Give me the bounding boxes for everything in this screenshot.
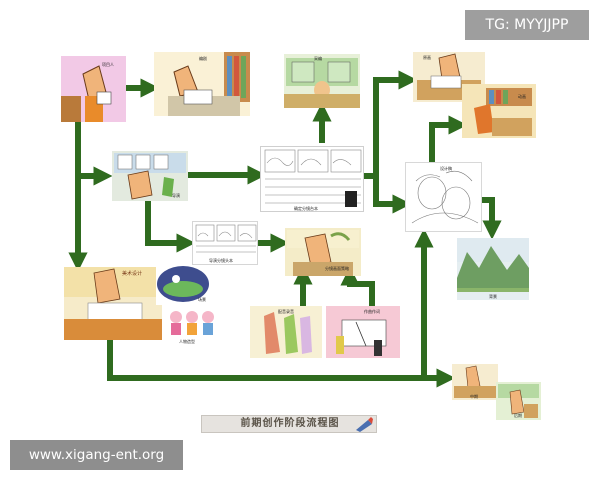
watermark-tg: TG: MYYJJPP <box>465 10 589 40</box>
caption-producer: 项目人 <box>102 62 114 67</box>
node-music: 作曲作词 <box>326 306 400 358</box>
voice-illustration <box>264 312 312 354</box>
arrow-to-keydesign <box>373 176 412 214</box>
background-illustration <box>457 238 529 292</box>
node-bottom-right-a: 中期 <box>452 364 498 400</box>
node-top-right-b: 动画 <box>462 84 536 138</box>
bottom-right-b-illustration <box>498 384 539 418</box>
caption-top-right-a: 原画 <box>423 55 431 60</box>
caption-voice: 配音录音 <box>278 309 294 314</box>
diagram-title: 前期创作阶段流程图 <box>240 418 340 429</box>
pen-icon <box>356 417 373 432</box>
caption-storyboard-alt: 导演分镜头本 <box>209 258 233 263</box>
producer-illustration <box>61 65 112 122</box>
node-storyboard-alt: 导演分镜头本 <box>192 221 258 265</box>
caption-bottom-right-a: 中期 <box>470 394 478 399</box>
node-song: 采编 <box>284 54 360 108</box>
art-design-illustration <box>64 267 166 340</box>
flow-arrows <box>68 70 502 388</box>
arrow-director-alt <box>145 198 196 253</box>
arrow-storyboard-right <box>364 70 418 179</box>
caption-storyboard-main: 确定分镜台本 <box>294 206 318 211</box>
node-scene: 场景 <box>156 265 212 305</box>
node-director: 导演 <box>112 151 188 201</box>
storyboard-main-illustration <box>264 149 362 207</box>
caption-key-design: 设计稿 <box>440 166 452 171</box>
caption-writer: 编剧 <box>199 56 207 61</box>
characters-illustration <box>170 311 214 335</box>
node-art-design: 美术设计 <box>64 267 166 340</box>
layout-illustration <box>287 230 359 276</box>
caption-bottom-right-b: 后期 <box>514 413 522 418</box>
song-illustration <box>284 58 360 108</box>
caption-scene: 场景 <box>198 297 206 302</box>
watermark-url: www.xigang-ent.org <box>10 440 183 470</box>
arrow-music-layout <box>340 266 375 306</box>
key-design-illustration <box>411 170 479 224</box>
caption-director: 导演 <box>172 193 180 198</box>
node-writer: 编剧 <box>154 52 250 116</box>
caption-characters: 人物造型 <box>179 339 195 344</box>
node-characters: 人物造型 <box>162 305 218 345</box>
node-voice: 配音录音 <box>250 306 322 358</box>
caption-background: 背景 <box>489 294 497 299</box>
node-bottom-right-b: 后期 <box>496 382 541 420</box>
music-illustration <box>336 319 387 356</box>
arrow-art-bottomright <box>107 340 456 388</box>
caption-song: 采编 <box>314 56 322 61</box>
node-background: 背景 <box>457 238 529 300</box>
caption-music: 作曲作词 <box>364 309 380 314</box>
node-storyboard-main: 确定分镜台本 <box>260 146 364 212</box>
arrow-keydesign-animation <box>429 115 468 162</box>
node-producer: 项目人 <box>61 56 126 122</box>
director-illustration <box>114 153 186 200</box>
storyboard-alt-illustration <box>195 224 257 253</box>
caption-art-design: 美术设计 <box>122 271 143 277</box>
bottom-right-a-illustration <box>454 365 496 398</box>
node-key-design: 设计稿 <box>405 162 482 232</box>
top-right-b-illustration <box>474 88 532 136</box>
title-banner <box>201 415 377 433</box>
scene-illustration <box>157 266 209 302</box>
caption-top-right-b: 动画 <box>518 94 526 99</box>
caption-layout: 分镜画面策略 <box>325 266 349 271</box>
node-layout: 分镜画面策略 <box>285 228 361 276</box>
writer-illustration <box>168 52 250 116</box>
